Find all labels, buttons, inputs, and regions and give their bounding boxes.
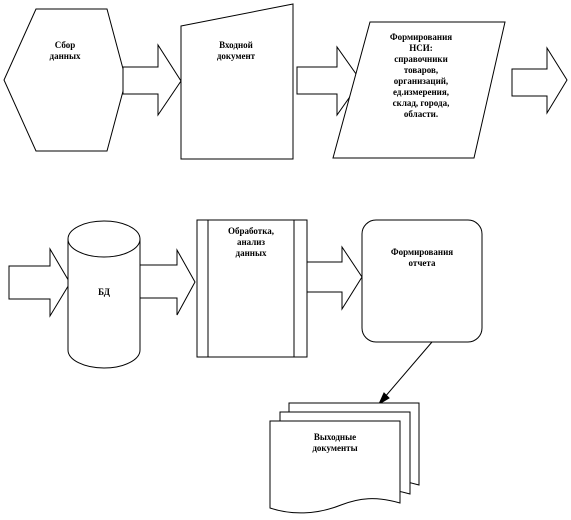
processing-label: Обработка, анализ данных bbox=[228, 226, 274, 258]
nsi-parallelogram bbox=[332, 21, 506, 159]
db-cylinder-top bbox=[67, 220, 141, 258]
arrow-nsi-out bbox=[511, 46, 568, 115]
db-label: БД bbox=[98, 287, 110, 297]
arrow-db-to-processing bbox=[139, 248, 196, 316]
output-doc-front bbox=[269, 420, 401, 514]
arrow-in-to-db bbox=[8, 247, 71, 318]
input-document-label: Входной документ bbox=[216, 40, 256, 61]
processing-box bbox=[196, 219, 308, 358]
arrow-collect-to-input bbox=[122, 43, 182, 117]
collect-data-label: Сбор данных bbox=[49, 40, 81, 61]
db-cylinder-body bbox=[67, 238, 141, 369]
output-documents-label: Выходные документы bbox=[312, 432, 358, 453]
report-label: Формирования отчета bbox=[390, 247, 454, 268]
collect-data-hexagon bbox=[3, 8, 127, 152]
input-document-shape bbox=[180, 3, 294, 160]
arrow-processing-to-report bbox=[306, 245, 363, 311]
report-rounded-box bbox=[361, 219, 483, 343]
nsi-label: Формирования НСИ: справочники товаров, о… bbox=[389, 32, 453, 119]
connector-arrowhead bbox=[377, 392, 390, 406]
connector-report-to-output bbox=[383, 341, 433, 399]
